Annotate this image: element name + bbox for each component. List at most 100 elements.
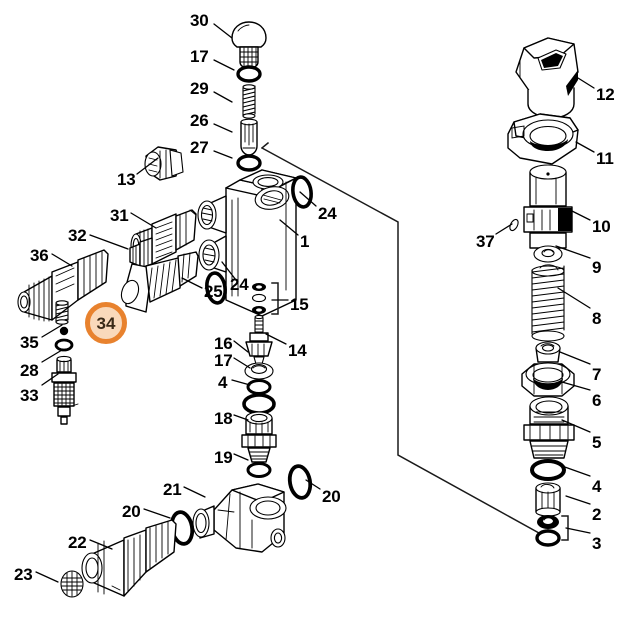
- leader-37: [495, 223, 513, 235]
- part-33-valve-cartridge: [51, 355, 79, 425]
- leader-8: [557, 287, 591, 309]
- leader-16: [233, 340, 249, 353]
- callout-number-3: 3: [592, 534, 602, 553]
- part-30-screw-plug: [231, 21, 267, 69]
- callout-number-10: 10: [592, 217, 611, 236]
- part-20-oring-right: [287, 464, 313, 500]
- callout-number-29: 29: [190, 79, 209, 98]
- callout-number-5: 5: [592, 433, 602, 452]
- callout-number-22: 22: [68, 533, 87, 552]
- leader-30: [213, 23, 233, 39]
- callout-number-24: 24: [318, 204, 337, 223]
- part-21-elbow-body: [192, 483, 287, 553]
- part-4-oring-right: [530, 459, 566, 481]
- leader-3: [565, 527, 591, 534]
- leader-20: [143, 508, 171, 519]
- callout-number-12: 12: [596, 85, 615, 104]
- callout-number-25: 25: [204, 282, 223, 301]
- leader-26: [213, 123, 233, 133]
- part-9-washer: [533, 245, 563, 263]
- leader-19: [233, 453, 249, 461]
- callout-number-35: 35: [20, 333, 39, 352]
- part-22-coupling-nut: [81, 519, 177, 597]
- callout-number-7: 7: [592, 365, 602, 384]
- part-12-knob-cap: [515, 37, 579, 119]
- part-18-fitting: [241, 411, 277, 463]
- leader-25: [181, 277, 203, 289]
- part-26-plunger: [240, 118, 258, 156]
- leader-23: [35, 571, 59, 583]
- part-14-needle-valve: [245, 314, 273, 365]
- highlight-badge-number: 34: [96, 313, 116, 333]
- leader-24: [221, 261, 237, 281]
- callout-number-11: 11: [596, 149, 614, 168]
- callout-number-26: 26: [190, 111, 209, 130]
- leader-13: [136, 157, 159, 175]
- leader-14: [265, 333, 287, 345]
- callout-number-36: 36: [30, 246, 49, 265]
- highlight-badge-34[interactable]: 34: [85, 302, 127, 344]
- part-13-plug: [144, 146, 184, 181]
- leader-9: [555, 245, 591, 259]
- callout-number-28: 28: [20, 361, 39, 380]
- callout-number-27: 27: [190, 138, 209, 157]
- callout-number-4: 4: [592, 477, 602, 496]
- leader-5: [561, 419, 591, 433]
- part-23-filter-screen: [60, 570, 84, 598]
- callout-number-13: 13: [117, 170, 136, 189]
- callout-number-16: 16: [214, 334, 233, 353]
- part-5-threaded-fitting: [523, 396, 575, 459]
- callout-number-9: 9: [592, 258, 602, 277]
- part-19-oring: [246, 462, 272, 478]
- leader-1: [279, 219, 299, 236]
- leader-31: [130, 212, 157, 229]
- leader-29: [213, 91, 233, 103]
- callout-number-37: 37: [476, 232, 495, 251]
- callout-number-32: 32: [68, 226, 87, 245]
- part-17-oring-top: [236, 65, 262, 83]
- callout-number-8: 8: [592, 309, 602, 328]
- leader-24: [299, 191, 317, 207]
- callout-number-23: 23: [14, 565, 33, 584]
- leader-11: [575, 141, 595, 153]
- callout-number-21: 21: [163, 480, 182, 499]
- callout-number-2: 2: [592, 505, 602, 524]
- part-4-oring-mid: [242, 393, 276, 415]
- part-24-oring-right: [291, 175, 313, 209]
- part-11-collar: [507, 113, 579, 165]
- leader-12: [577, 77, 595, 89]
- leader-20: [305, 479, 321, 490]
- callout-number-19: 19: [214, 448, 233, 467]
- leader-21: [183, 486, 206, 498]
- part-15-washer-group: [251, 282, 279, 315]
- part-27-oring: [236, 154, 262, 172]
- part-29-spring-small: [242, 84, 256, 119]
- part-28-oring: [54, 338, 74, 352]
- leader-28: [41, 349, 63, 363]
- leader-6: [561, 381, 591, 391]
- callout-number-31: 31: [110, 206, 129, 225]
- leader-17: [213, 59, 235, 71]
- leader-17: [233, 357, 251, 369]
- leader-27: [213, 150, 233, 159]
- callout-number-20: 20: [122, 502, 141, 521]
- part-8-spring-long: [531, 264, 565, 342]
- callout-number-18: 18: [214, 409, 233, 428]
- callout-number-24: 24: [230, 275, 249, 294]
- part-16-seal-washer: [244, 362, 274, 380]
- callout-number-4: 4: [218, 373, 228, 392]
- callout-number-6: 6: [592, 391, 602, 410]
- part-6-hex-nut: [521, 362, 575, 397]
- part-17-oring-mid: [246, 379, 272, 395]
- callout-number-14: 14: [288, 341, 307, 360]
- leader-32: [89, 234, 129, 250]
- part-10-cylinder-nut: [523, 164, 573, 249]
- callout-number-30: 30: [190, 11, 209, 30]
- callout-number-17: 17: [214, 351, 233, 370]
- leader-36: [51, 253, 73, 267]
- part-34-ball: [59, 326, 69, 336]
- leader-7: [559, 351, 591, 365]
- part-36-coupler: [17, 249, 109, 322]
